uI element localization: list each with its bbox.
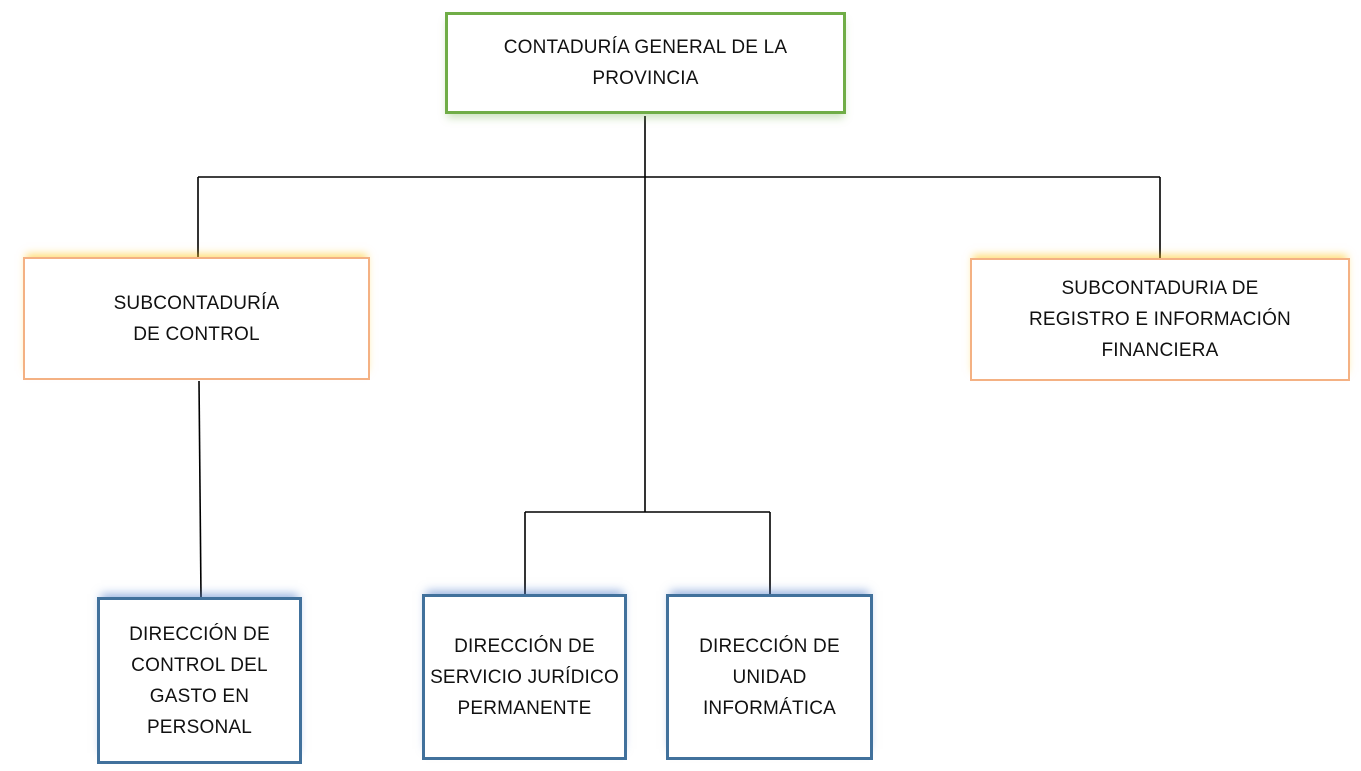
connector-to-dir-gasto [198,380,202,598]
node-subcontaduria-registro-label: SUBCONTADURIA DE REGISTRO E INFORMACIÓN … [1029,278,1291,361]
node-direccion-servicio-juridico: DIRECCIÓN DE SERVICIO JURÍDICO PERMANENT… [422,594,627,760]
node-subcontaduria-registro: SUBCONTADURIA DE REGISTRO E INFORMACIÓN … [970,258,1350,381]
node-direccion-control-gasto-label: DIRECCIÓN DE CONTROL DEL GASTO EN PERSON… [129,623,270,738]
node-direccion-control-gasto: DIRECCIÓN DE CONTROL DEL GASTO EN PERSON… [97,597,302,764]
node-subcontaduria-control-label: SUBCONTADURÍA DE CONTROL [113,292,280,345]
node-direccion-unidad-informatica: DIRECCIÓN DE UNIDAD INFORMÁTICA [666,594,873,760]
node-contaduria-general-label: CONTADURÍA GENERAL DE LA PROVINCIA [503,37,788,89]
node-contaduria-general: CONTADURÍA GENERAL DE LA PROVINCIA [445,12,846,114]
node-direccion-unidad-informatica-label: DIRECCIÓN DE UNIDAD INFORMÁTICA [699,635,840,719]
node-subcontaduria-control: SUBCONTADURÍA DE CONTROL [23,257,370,380]
node-direccion-servicio-juridico-label: DIRECCIÓN DE SERVICIO JURÍDICO PERMANENT… [430,635,619,719]
